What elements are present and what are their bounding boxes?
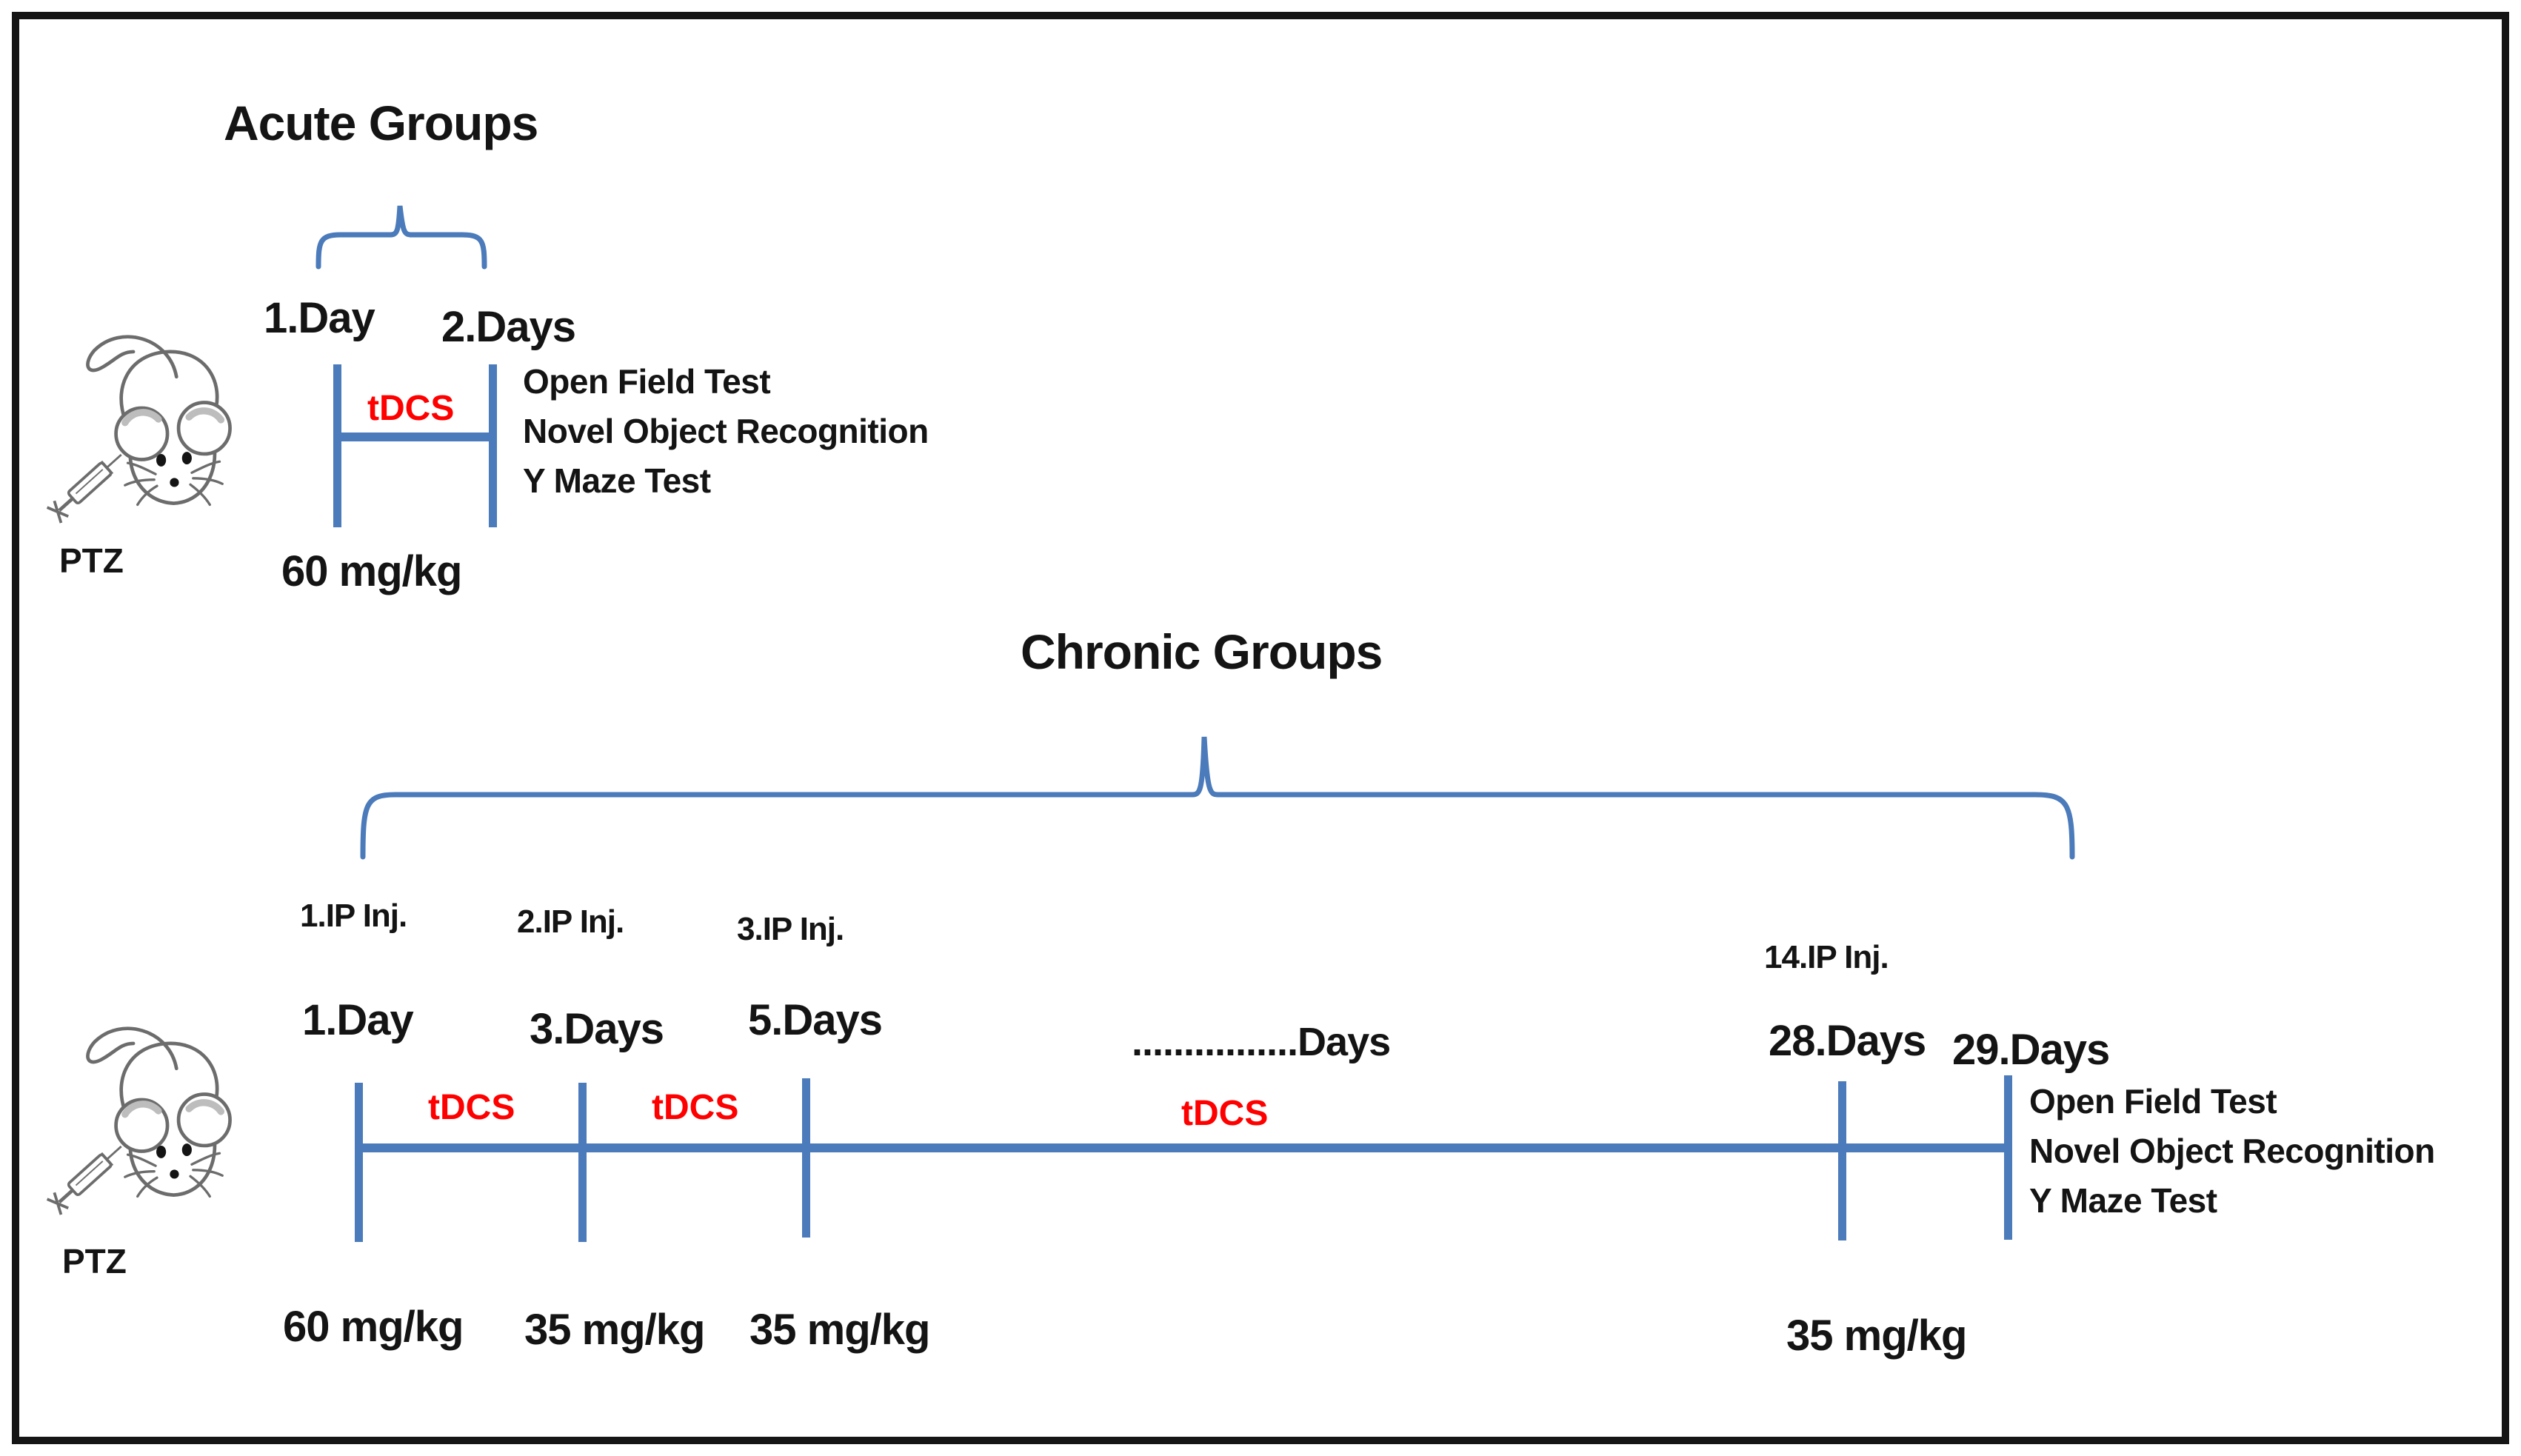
syringe-icon [46,1145,122,1215]
chronic-test-open-field: Open Field Test [2029,1082,2277,1121]
chronic-day-29-label: 29.Days [1952,1026,2110,1074]
chronic-ip1-label: 1.IP Inj. [300,898,407,934]
mouse-left-eye [156,1145,167,1158]
mouse-nose [170,1169,179,1179]
mouse-left-ear-inner [121,409,162,427]
acute-timeline-tick-day2 [489,364,497,527]
chronic-tdcs-2-label: tDCS [652,1088,739,1127]
chronic-tick-day28 [1838,1081,1846,1240]
chronic-tick-day5 [802,1078,810,1238]
mouse-right-ear-inner [185,1099,225,1115]
acute-timeline-line [333,433,497,441]
mouse-left-eye [156,453,167,467]
chronic-test-y-maze: Y Maze Test [2029,1181,2217,1220]
chronic-dose-3-label: 35 mg/kg [749,1306,930,1354]
chronic-brace-icon [360,736,2075,860]
mouse-whiskers [124,1152,224,1198]
chronic-tests-list: Open Field Test Novel Object Recognition… [2029,1077,2435,1226]
chronic-tick-day1 [355,1083,363,1242]
mouse-right-eye [181,452,192,465]
mouse-body [119,350,219,422]
acute-day-1-label: 1.Day [264,294,375,342]
chronic-ptz-label: PTZ [62,1242,127,1280]
mouse-tail [86,335,178,379]
chronic-section-title: Chronic Groups [1021,624,1383,679]
chronic-dose-4-label: 35 mg/kg [1786,1312,1967,1360]
mouse-whiskers [124,460,224,507]
mouse-left-ear-inner [121,1101,162,1118]
mouse-tail [86,1026,178,1071]
mouse-right-eye [181,1143,192,1157]
acute-test-open-field: Open Field Test [523,362,771,401]
acute-ptz-label: PTZ [59,541,124,580]
chronic-timeline-line [357,1143,2011,1152]
mouse-nose [170,478,179,487]
chronic-ip2-label: 2.IP Inj. [517,904,624,940]
chronic-tick-day29 [2004,1075,2012,1240]
acute-brace-icon [315,205,487,270]
syringe-icon [46,453,122,524]
diagram-border [12,12,2509,1444]
acute-dose-label: 60 mg/kg [281,547,462,595]
chronic-day-5-label: 5.Days [748,996,883,1044]
chronic-day-28-label: 28.Days [1769,1017,1926,1065]
chronic-test-novel-object: Novel Object Recognition [2029,1132,2435,1170]
mouse-syringe-icon [46,1026,232,1215]
mouse-body [119,1041,219,1114]
acute-day-2-label: 2.Days [441,303,576,351]
acute-tdcs-label: tDCS [367,389,455,428]
acute-section-title: Acute Groups [224,96,538,150]
chronic-day-dots-label: ................Days [1132,1020,1391,1064]
mouse-syringe-icon [46,335,232,524]
mouse-right-ear-inner [185,407,225,424]
chronic-dose-2-label: 35 mg/kg [524,1306,705,1354]
acute-test-y-maze: Y Maze Test [523,461,711,500]
chronic-tdcs-1-label: tDCS [428,1088,515,1127]
chronic-day-3-label: 3.Days [530,1005,664,1053]
acute-timeline-tick-day1 [333,364,341,527]
acute-test-novel-object: Novel Object Recognition [523,412,929,450]
chronic-ip3-label: 3.IP Inj. [737,911,844,947]
chronic-tdcs-3-label: tDCS [1181,1094,1269,1133]
chronic-tick-day3 [578,1083,587,1242]
chronic-day-1-label: 1.Day [302,996,414,1044]
acute-tests-list: Open Field Test Novel Object Recognition… [523,357,929,506]
chronic-ip14-label: 14.IP Inj. [1764,939,1889,975]
chronic-dose-1-label: 60 mg/kg [283,1303,464,1351]
